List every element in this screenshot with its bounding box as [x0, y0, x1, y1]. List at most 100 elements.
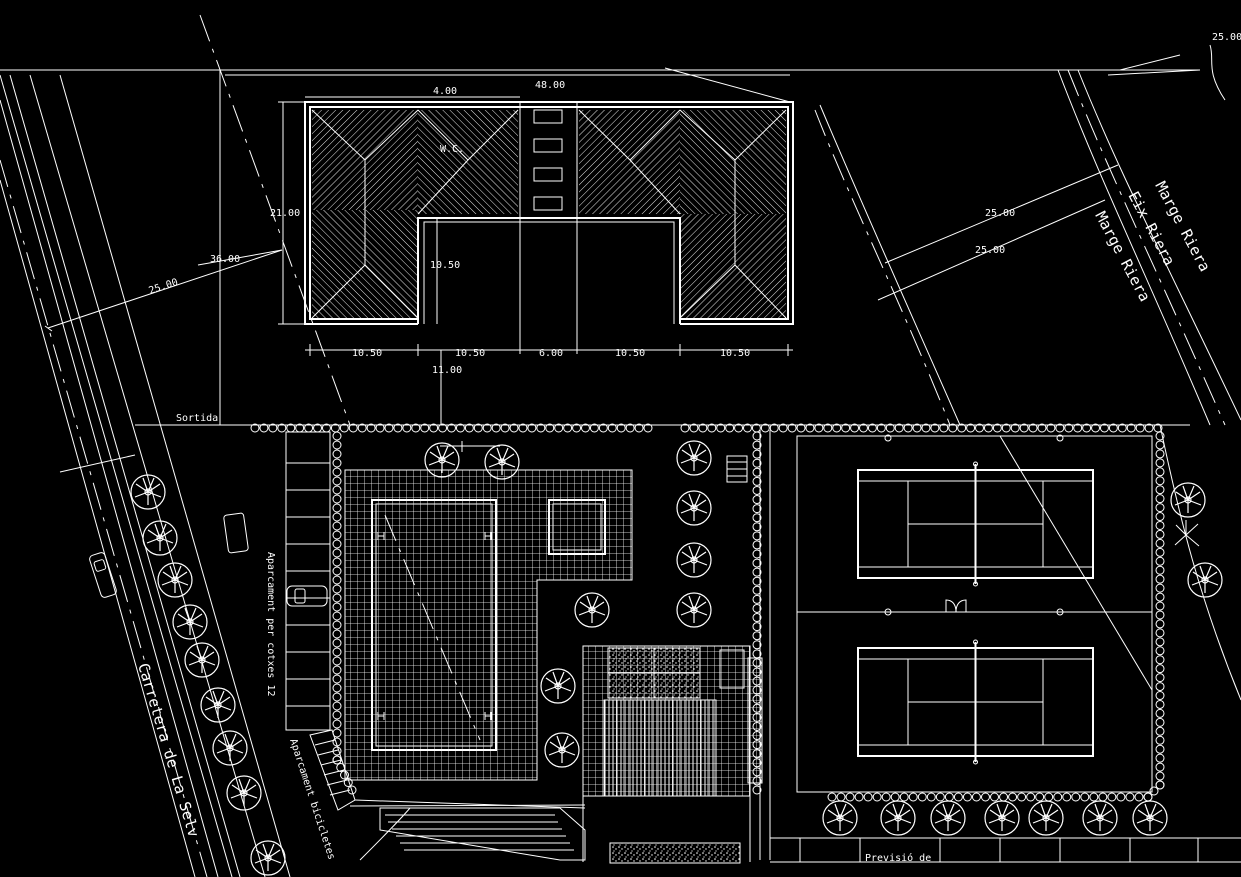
hedge-shrub	[332, 710, 342, 720]
hedge-shrub	[752, 594, 762, 604]
tree-icon	[1082, 800, 1118, 836]
segment-dim-2: 10.50	[455, 348, 485, 359]
hedge-shrub	[277, 423, 287, 433]
hedge-shrub	[429, 423, 439, 433]
river-setback-outer-dim: 25.00	[985, 208, 1015, 219]
hedge-shrub	[332, 575, 342, 585]
hedge-shrub	[752, 785, 762, 795]
hedge-shrub	[689, 423, 699, 433]
gate-steps	[726, 430, 771, 860]
hedge-shrub	[332, 611, 342, 621]
tree-icon	[226, 775, 262, 811]
corner-dim: 25.00	[1212, 32, 1241, 43]
hedge-shrub	[332, 638, 342, 648]
hedge-shrub	[832, 423, 842, 433]
hedge-shrub	[1064, 423, 1074, 433]
hedge-shrub	[1155, 735, 1165, 745]
tree-icon	[676, 440, 712, 476]
hedge-shrub	[268, 423, 278, 433]
hedge-shrub	[447, 423, 456, 433]
bottom-bench-strip	[770, 837, 1241, 863]
hedge-shrub	[1035, 792, 1045, 802]
hedge-shrub	[752, 631, 762, 641]
net-post	[973, 581, 978, 587]
hedge-shrub	[752, 603, 762, 613]
wc-label: W.C.	[440, 144, 464, 155]
hedge-shrub	[1155, 646, 1165, 656]
net-post	[973, 639, 978, 645]
hedge-shrub	[1071, 792, 1081, 802]
hedge-shrub	[876, 423, 886, 433]
net-post	[973, 461, 978, 467]
hedge-shrub	[872, 792, 882, 802]
skylights	[533, 109, 563, 211]
river-setback-dims	[877, 164, 1119, 301]
hedge-shrub	[752, 540, 762, 550]
hedge-shrub	[332, 566, 342, 576]
hedge-shrub	[944, 792, 954, 802]
hedge-shrub	[752, 567, 762, 577]
hedge-shrub	[464, 423, 474, 433]
hedge-shrub	[769, 423, 779, 433]
hedge-shrub	[752, 495, 762, 505]
hedge-shrub	[332, 692, 342, 702]
hedge-shrub	[752, 449, 762, 459]
hedge-shrub	[894, 423, 904, 433]
court-light	[884, 608, 892, 616]
hedge-shrub	[1046, 423, 1056, 433]
hedge-shrub	[348, 423, 358, 433]
segment-dim-4: 10.50	[615, 348, 645, 359]
hedge-shrub	[1149, 786, 1159, 796]
hedge-shrub	[357, 423, 367, 433]
hedge-shrub	[1073, 423, 1083, 433]
hedge-shrub	[752, 440, 762, 450]
hedge-shrub	[473, 423, 483, 433]
hedge-shrub	[752, 458, 762, 468]
hedge-shrub	[332, 440, 342, 450]
hedge-shrub	[939, 423, 949, 433]
hedge-shrub	[1155, 637, 1165, 647]
hedge-shrub	[823, 423, 833, 433]
hedge-shrub	[375, 423, 385, 433]
hedge-shrub	[1155, 610, 1165, 620]
hedge-shrub	[1155, 780, 1165, 790]
building-outline	[304, 101, 794, 354]
hedge-shrub	[1155, 538, 1165, 548]
hedge-shrub	[411, 423, 421, 433]
tree-icon	[822, 800, 858, 836]
tree-icon	[142, 520, 178, 556]
tree-icon	[200, 687, 236, 723]
hedge-shrub	[1125, 792, 1135, 802]
tree-icon	[676, 542, 712, 578]
hedge-shrub	[1028, 423, 1038, 433]
hedge-shrub	[332, 503, 342, 513]
hedge-shrub	[332, 701, 342, 711]
hedge-shrub	[990, 792, 1000, 802]
total-width-dim: 48.00	[535, 80, 565, 91]
hedge-shrub	[805, 423, 815, 433]
hedge-shrub	[953, 792, 963, 802]
hedge-shrub	[1155, 592, 1165, 602]
tree-icon	[1187, 562, 1223, 598]
hedge-shrub	[1155, 547, 1165, 557]
hedge-shrub	[332, 512, 342, 522]
hedge-shrub	[752, 576, 762, 586]
hedge-shrub	[1126, 423, 1136, 433]
hedge-shrub	[992, 423, 1002, 433]
parked-car	[286, 585, 328, 607]
hedge-shrub	[752, 485, 762, 495]
hedge-shrub	[634, 423, 644, 433]
hedge-shrub	[332, 584, 342, 594]
river-setback-inner-dim: 25.00	[975, 245, 1005, 256]
hedge-shrub	[1155, 467, 1165, 477]
hedge-shrub	[563, 423, 573, 433]
hedge-shrub	[1091, 423, 1101, 433]
hedge-shrub	[332, 539, 342, 549]
hedge-shrub	[903, 423, 913, 433]
hedge-shrub	[1082, 423, 1092, 433]
net-post	[973, 759, 978, 765]
hedge-shrub	[625, 423, 635, 433]
hedge-shrub	[402, 423, 412, 433]
hedge-shrub	[580, 423, 590, 433]
